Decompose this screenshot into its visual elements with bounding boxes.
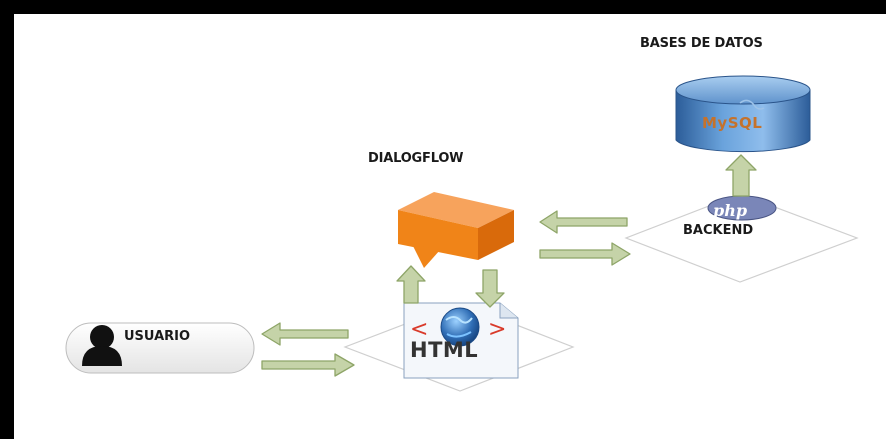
arrow-dialogflow-to-html xyxy=(475,269,505,308)
arrow-html-to-dialogflow xyxy=(396,265,426,304)
html-open-bracket: < xyxy=(410,317,428,342)
mysql-logo-text: MySQL xyxy=(702,114,763,132)
mysql-database-icon xyxy=(675,75,811,153)
backend-label: BACKEND xyxy=(683,223,754,238)
dialogflow-title: DIALOGFLOW xyxy=(368,151,464,166)
arrow-backend-to-db xyxy=(725,154,757,197)
html-globe-icon: < > xyxy=(403,302,519,379)
arrow-user-to-html xyxy=(261,353,355,377)
dialogflow-logo-icon xyxy=(398,192,514,268)
php-logo-text: php xyxy=(713,201,748,220)
user-silhouette-icon xyxy=(82,325,122,366)
html-close-bracket: > xyxy=(488,317,506,342)
arrow-html-to-user xyxy=(261,322,349,346)
arrow-dialogflow-to-backend xyxy=(539,242,631,266)
database-title: BASES DE DATOS xyxy=(640,36,763,51)
user-label: USUARIO xyxy=(124,329,191,344)
html-label: HTML xyxy=(410,338,479,362)
backend-diamond xyxy=(624,193,859,283)
arrow-backend-to-dialogflow xyxy=(539,210,628,234)
